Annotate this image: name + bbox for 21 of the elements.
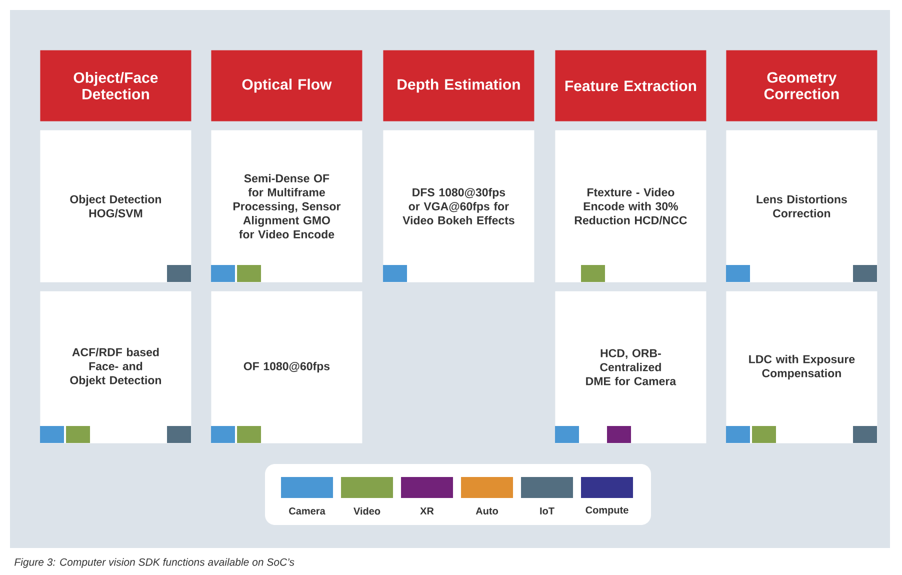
legend-label: Auto <box>476 508 498 514</box>
header-box: Optical Flow <box>211 50 362 122</box>
legend-label: Camera <box>289 507 326 515</box>
caption: Figure 3: Computer vision SDK functions available on SoC’s <box>14 558 294 568</box>
legend-label: Video <box>354 507 380 515</box>
legend-label: Compute <box>586 506 628 516</box>
function-cell: ACF/RDF based Face- and Objekt Detection <box>40 291 192 444</box>
header-box: Depth Estimation <box>383 50 534 122</box>
function-cell: Object Detection HOG/SVM <box>40 130 192 282</box>
function-cell: HCD, ORB-Centralized DME for Camera <box>555 291 706 444</box>
function-cell: OF 1080@60fps <box>211 291 362 444</box>
function-cell: Lens Distortions Correction <box>726 130 878 282</box>
function-cell: LDC with Exposure Compensation <box>726 291 878 444</box>
function-cell: Semi-Dense OF for Multiframe Processing, Sensor Alignment GMO for Video Encode <box>211 130 362 282</box>
header-box: Geometry Correction <box>726 50 878 122</box>
legend-label: IoT <box>540 508 554 514</box>
function-cell: DFS 1080@30fps or VGA@60fps for Video Bokeh Effects <box>383 130 534 282</box>
header-box: Object/Face Detection <box>40 50 192 122</box>
header-box: Feature Extraction <box>555 50 706 122</box>
legend-label: XR <box>420 508 434 514</box>
function-cell: Ftexture - Video Encode with 30% Reduction HCD/NCC <box>555 130 706 282</box>
